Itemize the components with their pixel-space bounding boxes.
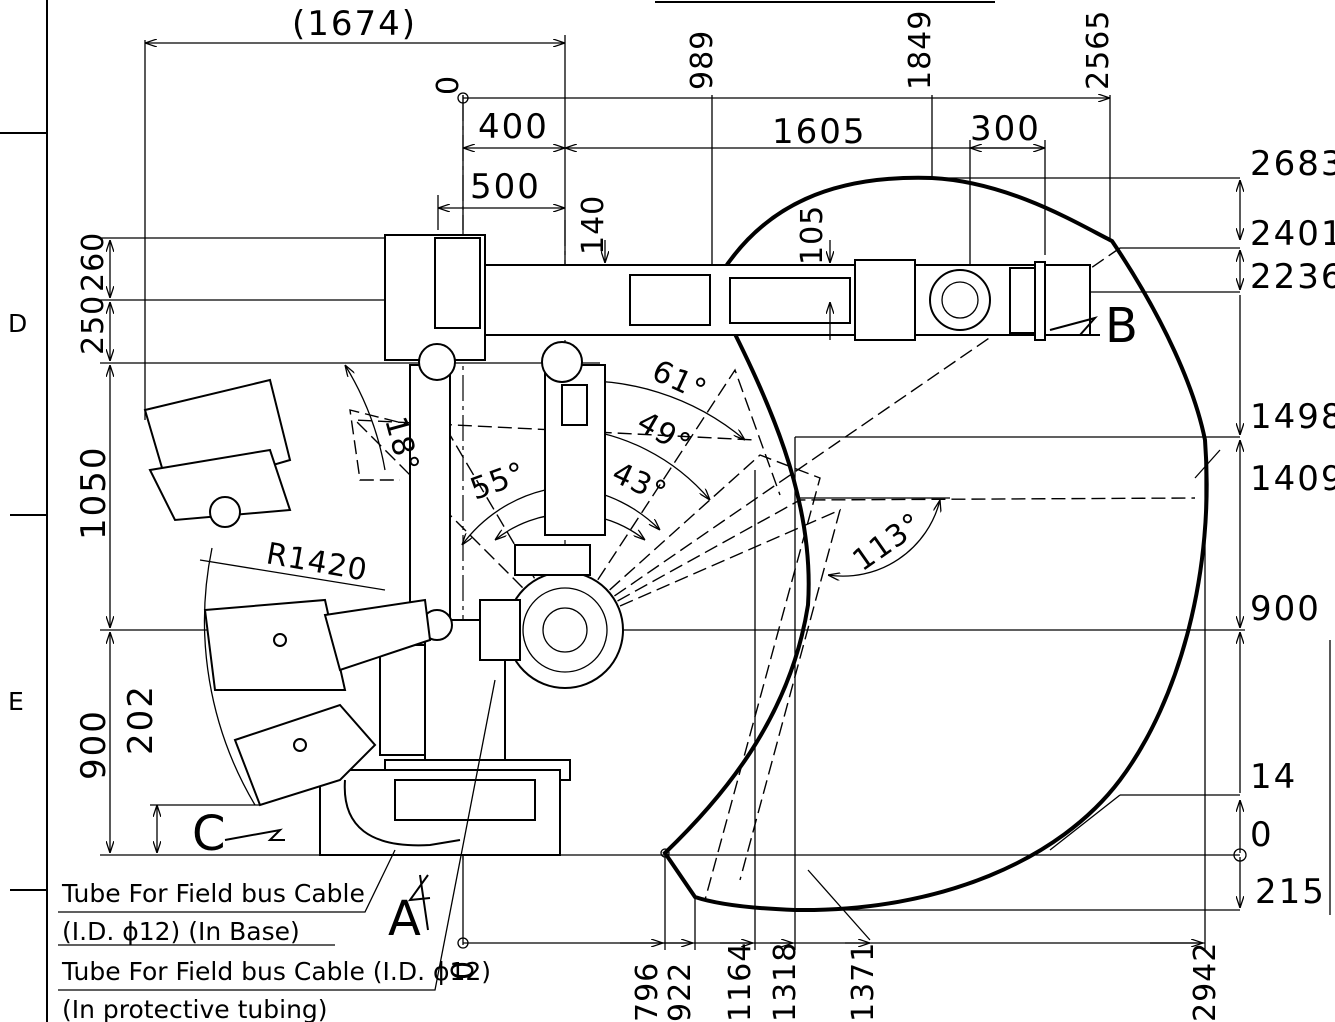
dim-215: 215 xyxy=(1255,872,1326,912)
top-dimension-labels: (1674) 400 500 1605 300 140 105 989 1849… xyxy=(292,4,1116,265)
dim-2683: 2683 xyxy=(1250,144,1335,184)
dim-400: 400 xyxy=(478,107,549,147)
dim-1164: 1164 xyxy=(723,942,758,1022)
dim-796: 796 xyxy=(630,962,665,1022)
dim-2565: 2565 xyxy=(1081,10,1116,90)
dim-origin-bottom: 0 xyxy=(446,960,481,980)
dim-2942: 2942 xyxy=(1188,942,1223,1022)
dim-1674: (1674) xyxy=(292,4,417,44)
view-b-label: B xyxy=(1105,298,1138,354)
bottom-dimension-labels: 0 796 922 1164 1318 1371 2942 xyxy=(446,942,1223,1022)
dim-1318: 1318 xyxy=(768,942,803,1022)
dim-1371: 1371 xyxy=(846,942,881,1022)
zone-label-d: D xyxy=(8,309,27,338)
dim-0-right: 0 xyxy=(1250,815,1274,855)
view-markers xyxy=(224,316,1100,931)
robot-base xyxy=(319,544,624,856)
dim-260: 260 xyxy=(76,232,111,292)
dim-250: 250 xyxy=(76,295,111,355)
dim-2236: 2236 xyxy=(1250,257,1335,297)
dim-500: 500 xyxy=(470,167,541,207)
dim-2401: 2401 xyxy=(1250,214,1335,254)
cable-notes: Tube For Field bus Cable (I.D. ϕ12) (In … xyxy=(61,879,491,1022)
angle-113: 113° xyxy=(847,506,930,578)
angle-49: 49° xyxy=(631,405,697,463)
zone-label-e: E xyxy=(8,687,24,716)
dim-900-left: 900 xyxy=(74,709,114,780)
dim-202: 202 xyxy=(121,684,161,755)
robot-upper-arm xyxy=(384,234,1091,631)
dim-origin-top: 0 xyxy=(431,75,466,95)
note-tube-base-line1: Tube For Field bus Cable xyxy=(61,879,365,908)
angle-55: 55° xyxy=(466,455,531,507)
dim-300: 300 xyxy=(970,109,1041,149)
dim-1849: 1849 xyxy=(903,10,938,90)
radius-1420: R1420 xyxy=(264,536,371,588)
note-leaders xyxy=(58,679,496,991)
dim-105: 105 xyxy=(795,205,830,265)
dim-140: 140 xyxy=(576,195,611,255)
dim-1409: 1409 xyxy=(1250,459,1335,499)
dim-900-right: 900 xyxy=(1250,589,1321,629)
dim-14: 14 xyxy=(1250,757,1297,797)
dim-922: 922 xyxy=(663,962,698,1022)
view-c-label: C xyxy=(192,806,226,862)
right-dimension-labels: 2683 2401 2236 1498 1409 900 14 0 215 xyxy=(1250,144,1335,912)
view-letters: B C A xyxy=(192,298,1138,947)
dim-1605: 1605 xyxy=(772,112,867,152)
left-dimension-labels: 260 250 1050 900 202 xyxy=(74,232,161,780)
dim-989: 989 xyxy=(685,30,720,90)
note-tube-protective-line1: Tube For Field bus Cable (I.D. ϕ12) xyxy=(61,957,491,986)
note-tube-protective-line2: (In protective tubing) xyxy=(62,995,328,1022)
angle-43: 43° xyxy=(607,456,673,511)
dim-1498: 1498 xyxy=(1250,397,1335,437)
view-a-label: A xyxy=(388,891,421,947)
dimension-lines xyxy=(110,43,1247,949)
robot-alt-positions xyxy=(143,378,432,807)
note-tube-base-line2: (I.D. ϕ12) (In Base) xyxy=(62,917,300,946)
dim-1050: 1050 xyxy=(74,445,114,540)
working-envelope xyxy=(662,175,1209,913)
